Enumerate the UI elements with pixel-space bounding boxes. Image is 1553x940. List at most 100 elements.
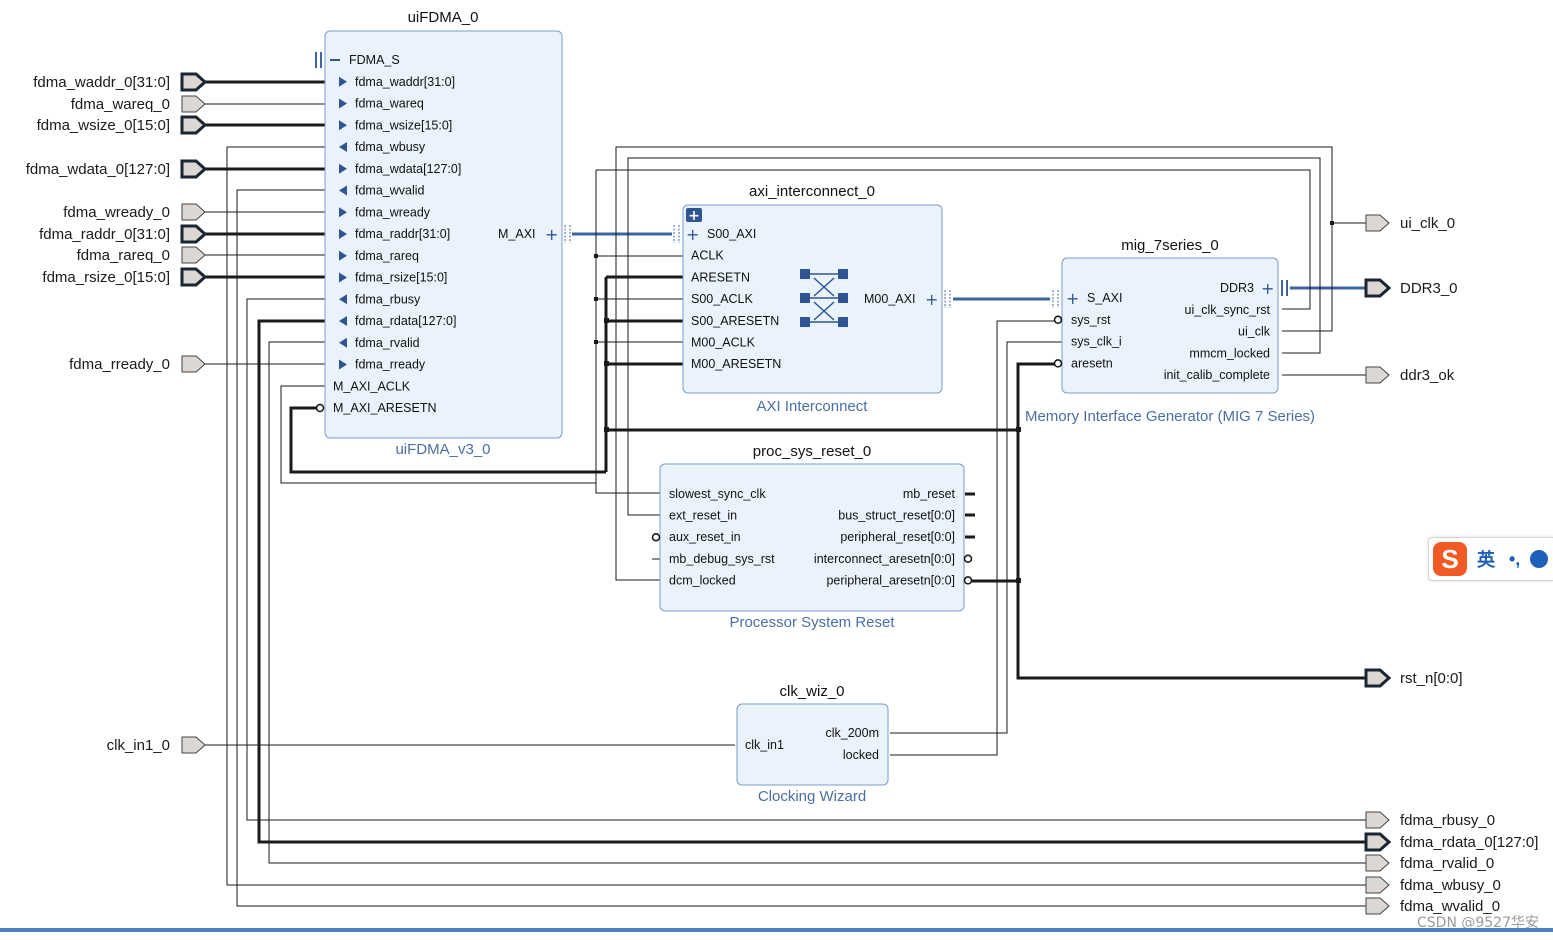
bus-interface-connector-icon[interactable] <box>1052 290 1059 308</box>
psr-pin[interactable]: interconnect_aresetn[0:0] <box>814 552 973 566</box>
mig-pin[interactable]: mmcm_locked <box>1189 346 1270 360</box>
output-port[interactable]: fdma_rvalid_0 <box>1365 854 1494 872</box>
uifdma-pin[interactable]: fdma_rready <box>339 358 426 372</box>
sogou-logo-icon[interactable]: S <box>1433 542 1467 576</box>
psr-pin[interactable]: dcm_locked <box>669 573 736 587</box>
psr-pin[interactable]: ext_reset_in <box>669 509 737 523</box>
output-port[interactable]: DDR3_0 <box>1364 278 1458 298</box>
output-port-arrow-icon[interactable] <box>1364 832 1392 852</box>
output-port-arrow-icon[interactable] <box>1364 668 1392 688</box>
uifdma-pin[interactable]: fdma_raddr[31:0] <box>339 227 450 241</box>
input-port[interactable]: fdma_wdata_0[127:0] <box>26 159 208 179</box>
uifdma-pin[interactable]: fdma_rsize[15:0] <box>339 271 447 285</box>
psr-pin[interactable]: mb_reset <box>903 487 956 501</box>
uifdma-pin[interactable]: fdma_wsize[15:0] <box>339 118 452 132</box>
uifdma-pin[interactable]: fdma_wdata[127:0] <box>339 162 461 176</box>
bus-interface-connector-icon[interactable] <box>315 52 322 68</box>
mig-pin[interactable]: init_calib_complete <box>1164 368 1270 382</box>
input-port-arrow-icon[interactable] <box>181 355 206 373</box>
uifdma-pin[interactable]: M_AXI_ACLK <box>333 379 411 393</box>
block-clk-wiz[interactable]: clk_wiz_0 Clocking Wizard clk_in1clk_200… <box>736 683 889 805</box>
output-port-arrow-icon[interactable] <box>1365 811 1390 829</box>
input-port[interactable]: fdma_wready_0 <box>63 203 206 221</box>
output-port[interactable]: ui_clk_0 <box>1365 214 1455 232</box>
input-port[interactable]: fdma_rready_0 <box>69 355 206 373</box>
input-port-arrow-icon[interactable] <box>181 246 206 264</box>
expand-plus-icon[interactable]: + <box>1066 289 1079 308</box>
block-uifdma[interactable]: uiFDMA_0 uiFDMA_v3_0 FDMA_Sfdma_waddr[31… <box>315 9 571 458</box>
output-port[interactable]: fdma_wvalid_0 <box>1365 897 1500 915</box>
input-port[interactable]: fdma_waddr_0[31:0] <box>33 72 208 92</box>
mig-pin[interactable]: DDR3+ <box>1220 279 1274 298</box>
input-port-arrow-icon[interactable] <box>180 267 208 287</box>
axi-pin[interactable]: +S00_AXI <box>686 225 756 244</box>
expand-plus-icon[interactable]: + <box>545 225 558 244</box>
bus-interface-connector-icon[interactable] <box>1281 280 1288 296</box>
uifdma-pin[interactable]: fdma_rdata[127:0] <box>339 314 456 328</box>
mig-pin[interactable]: +S_AXI <box>1066 289 1122 308</box>
mig-pin[interactable]: sys_rst <box>1053 313 1112 327</box>
uifdma-pin[interactable]: fdma_wareq <box>339 97 424 111</box>
input-port[interactable]: fdma_wsize_0[15:0] <box>37 115 208 135</box>
clkwiz-pin[interactable]: locked <box>843 748 879 762</box>
axi-pin[interactable]: M00_ARESETN <box>691 357 781 371</box>
mig-pin[interactable]: sys_clk_i <box>1071 335 1122 349</box>
uifdma-pin[interactable]: fdma_wready <box>339 205 431 219</box>
expand-block-icon[interactable]: + <box>686 208 702 224</box>
uifdma-pin[interactable]: fdma_waddr[31:0] <box>339 75 455 89</box>
expand-plus-icon[interactable]: + <box>1261 279 1274 298</box>
axi-pin[interactable]: ARESETN <box>691 270 750 284</box>
output-port-arrow-icon[interactable] <box>1365 854 1390 872</box>
axi-pin[interactable]: S00_ARESETN <box>691 314 779 328</box>
input-port-arrow-icon[interactable] <box>180 72 208 92</box>
bus-interface-connector-icon[interactable] <box>673 225 951 308</box>
uifdma-pin[interactable]: fdma_wvalid <box>339 184 425 198</box>
input-port[interactable]: fdma_rareq_0 <box>77 246 206 264</box>
mig-pin[interactable]: ui_clk_sync_rst <box>1185 303 1271 317</box>
input-port-arrow-icon[interactable] <box>180 159 208 179</box>
output-port[interactable]: rst_n[0:0] <box>1364 668 1463 688</box>
ime-punctuation-toggle[interactable]: •, <box>1509 548 1521 569</box>
clkwiz-pin[interactable]: clk_200m <box>826 726 880 740</box>
uifdma-pin[interactable]: FDMA_S <box>330 53 400 67</box>
input-port-arrow-icon[interactable] <box>181 95 206 113</box>
uifdma-pin[interactable]: fdma_rbusy <box>339 292 421 306</box>
ime-toolbar[interactable]: S 英 •, <box>1428 537 1553 581</box>
mig-pin[interactable]: aresetn <box>1053 356 1113 370</box>
psr-pin[interactable]: aux_reset_in <box>651 530 741 544</box>
mig-pin[interactable]: ui_clk <box>1238 325 1271 339</box>
psr-pin[interactable]: peripheral_reset[0:0] <box>840 530 955 544</box>
input-port-arrow-icon[interactable] <box>180 224 208 244</box>
uifdma-pin[interactable]: fdma_rvalid <box>339 336 420 350</box>
block-axi-interconnect[interactable]: axi_interconnect_0 AXI Interconnect + +S… <box>673 183 951 415</box>
input-port[interactable]: fdma_raddr_0[31:0] <box>39 224 208 244</box>
ime-language-toggle[interactable]: 英 <box>1477 550 1495 570</box>
bus-interface-connector-icon[interactable] <box>564 225 571 243</box>
input-port-arrow-icon[interactable] <box>181 736 206 754</box>
axi-pin[interactable]: M00_ACLK <box>691 336 756 350</box>
psr-pin[interactable]: peripheral_aresetn[0:0] <box>826 573 973 587</box>
expand-plus-icon[interactable]: + <box>925 290 938 309</box>
block-mig[interactable]: mig_7series_0 Memory Interface Generator… <box>1025 237 1315 425</box>
psr-pin[interactable]: mb_debug_sys_rst <box>669 552 775 566</box>
input-port[interactable]: fdma_rsize_0[15:0] <box>42 267 208 287</box>
input-port-arrow-icon[interactable] <box>181 203 206 221</box>
block-proc-sys-reset[interactable]: proc_sys_reset_0 Processor System Reset … <box>651 443 973 631</box>
output-port-arrow-icon[interactable] <box>1365 876 1390 894</box>
psr-pin[interactable]: slowest_sync_clk <box>669 487 766 501</box>
input-port-arrow-icon[interactable] <box>180 115 208 135</box>
output-port[interactable]: fdma_rbusy_0 <box>1365 811 1495 829</box>
axi-pin[interactable]: ACLK <box>691 249 724 263</box>
output-port[interactable]: fdma_rdata_0[127:0] <box>1364 832 1538 852</box>
output-port[interactable]: fdma_wbusy_0 <box>1365 876 1501 894</box>
psr-pin[interactable]: bus_struct_reset[0:0] <box>838 509 955 523</box>
clkwiz-pin[interactable]: clk_in1 <box>745 738 784 752</box>
uifdma-pin[interactable]: fdma_wbusy <box>339 140 426 154</box>
output-port-arrow-icon[interactable] <box>1365 366 1390 384</box>
uifdma-pin[interactable]: fdma_rareq <box>339 249 419 263</box>
uifdma-pin[interactable]: M_AXI_ARESETN <box>315 401 437 415</box>
ime-emoji-icon[interactable] <box>1530 550 1549 568</box>
output-port-arrow-icon[interactable] <box>1365 214 1390 232</box>
input-port[interactable]: fdma_wareq_0 <box>71 95 206 113</box>
input-port[interactable]: clk_in1_0 <box>107 736 206 754</box>
